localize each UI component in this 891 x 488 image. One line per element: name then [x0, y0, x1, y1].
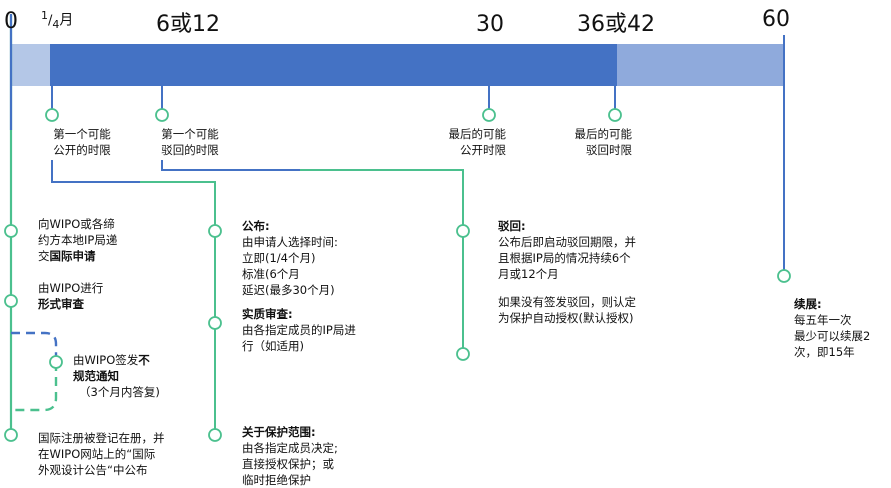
- tick-label-quarter: 1/4月: [41, 9, 74, 31]
- text-renewal: 续展: 每五年一次 最少可以续展2 次，即15年: [794, 297, 871, 359]
- irregularity-loop-top: [11, 331, 58, 362]
- text-publication: 公布: 由申请人选择时间: 立即(1/4个月) 标准(6个月 延迟(最多30个月…: [242, 219, 338, 297]
- node-scope: [208, 428, 222, 442]
- node-registration: [4, 428, 18, 442]
- label-last-publish: 最后的可能公开时限: [448, 127, 507, 157]
- text-irregularity: 由WIPO签发不 规范通知 （3个月内答复): [73, 353, 160, 399]
- text-formal-exam: 由WIPO进行 形式审查: [38, 281, 104, 311]
- node-substantive: [208, 316, 222, 330]
- tick-label-0: 0: [4, 9, 18, 34]
- node-first-publish: [45, 108, 59, 122]
- bar-initial-segment: [10, 44, 50, 86]
- label-first-refusal: 第一个可能驳回的时限: [161, 127, 219, 157]
- text-registration: 国际注册被登记在册，并 在WIPO网站上的“国际 外观设计公告“中公布: [38, 431, 165, 477]
- node-publication: [208, 224, 222, 238]
- tick-label-6-or-12: 6或12: [156, 12, 220, 37]
- label-first-publish: 第一个可能公开的时限: [53, 127, 111, 157]
- text-substantive-exam: 实质审查: 由各指定成员的IP局进 行（如适用): [242, 307, 356, 353]
- node-filing: [4, 224, 18, 238]
- node-renewal: [777, 269, 791, 283]
- label-last-refusal: 最后的可能驳回时限: [574, 127, 633, 157]
- irregularity-loop-bottom: [11, 362, 58, 412]
- bar-renewal-segment: [617, 44, 784, 86]
- tick-label-60: 60: [762, 7, 790, 32]
- node-formal: [4, 294, 18, 308]
- node-refusal-end: [456, 347, 470, 361]
- bar-main-segment: [50, 44, 617, 86]
- tick-label-36-or-42: 36或42: [577, 12, 655, 37]
- node-irregularity: [49, 355, 63, 369]
- node-last-refusal: [608, 108, 622, 122]
- text-refusal: 驳回: 公布后即启动驳回期限，并 且根据IP局的情况持续6个 月或12个月 如果…: [498, 219, 636, 325]
- tick-label-30: 30: [476, 12, 504, 37]
- node-first-refusal: [155, 108, 169, 122]
- text-protection-scope: 关于保护范围: 由各指定成员决定; 直接授权保护；或 临时拒绝保护: [242, 425, 338, 487]
- node-last-publish: [482, 108, 496, 122]
- text-filing: 向WIPO或各缔 约方本地IP局递 交国际申请: [38, 217, 118, 263]
- node-refusal: [456, 224, 470, 238]
